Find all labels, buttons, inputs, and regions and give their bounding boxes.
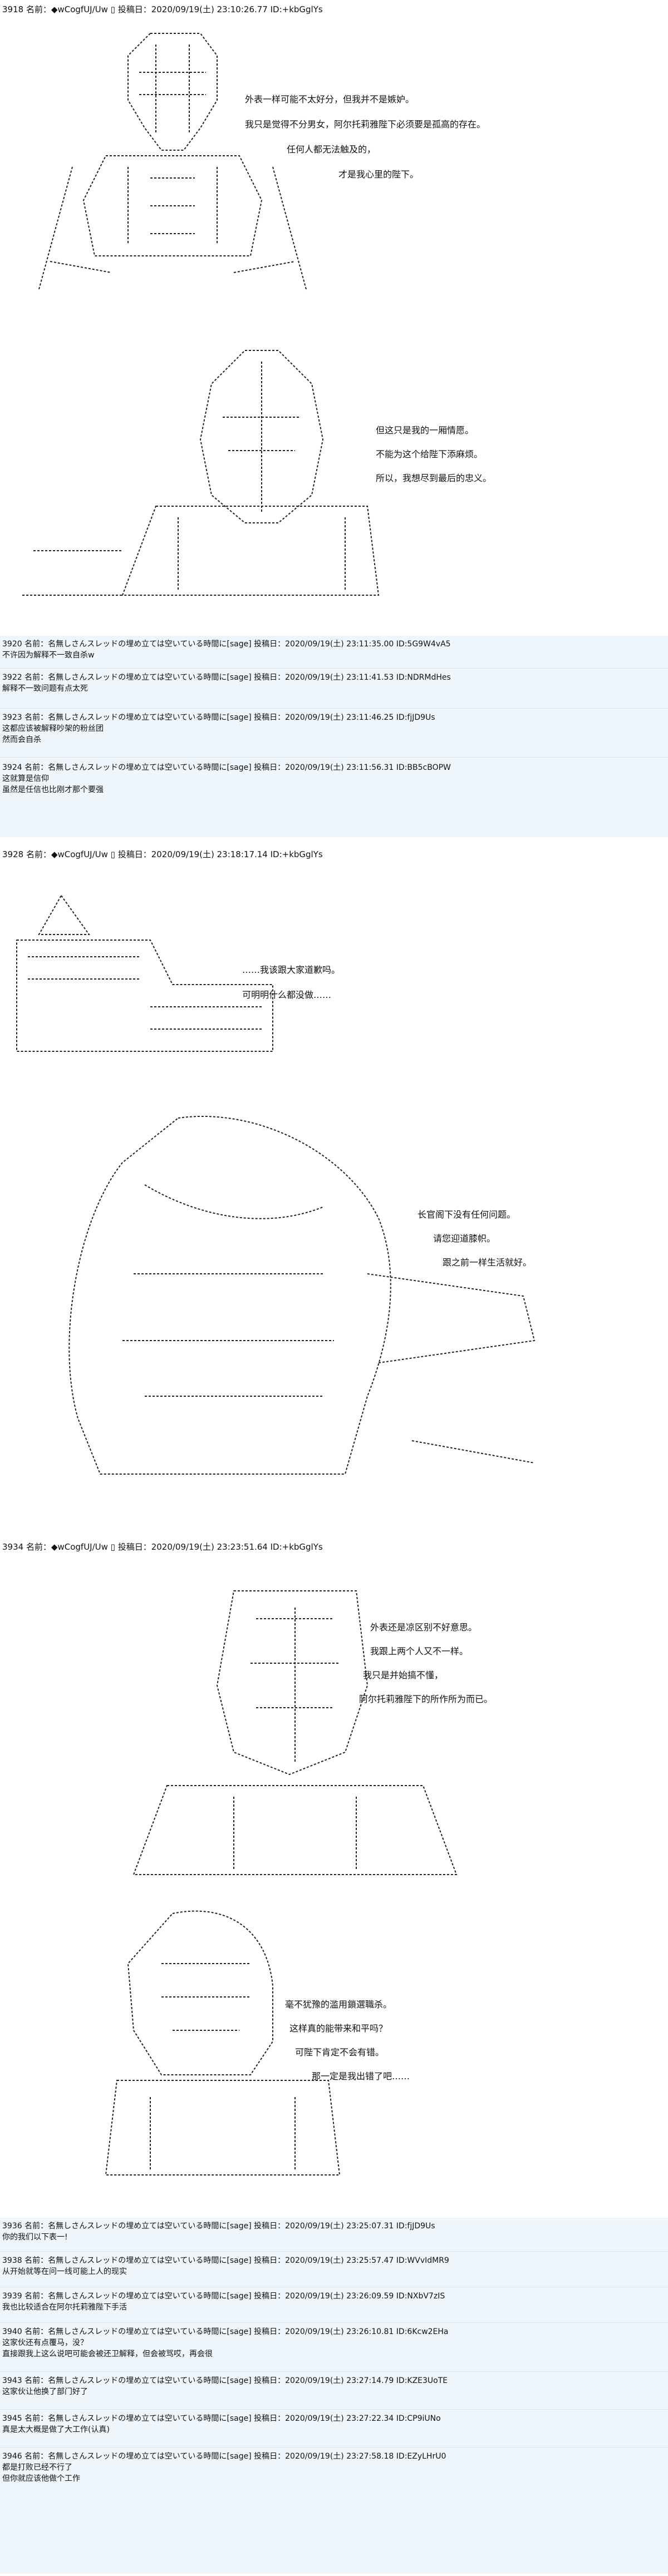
dialogue-line: 不能为这个给陛下添麻烦。 bbox=[376, 449, 483, 459]
reply-body-line: 这家伙让他换了部门好了 bbox=[2, 2387, 88, 2396]
reply-post: 3936 名前：名無しさんスレッドの埋め立ては空いている時間に[sage] 投稿… bbox=[2, 2220, 435, 2242]
dialogue-line: 才是我心里的陛下。 bbox=[338, 169, 419, 180]
reply-post: 3945 名前：名無しさんスレッドの埋め立ては空いている時間に[sage] 投稿… bbox=[2, 2412, 441, 2435]
reply-body-line: 然而会自杀 bbox=[2, 735, 41, 744]
dialogue-line: 请您迎道膝帜。 bbox=[433, 1233, 496, 1244]
reply-body-line: 解释不一致问题有点太死 bbox=[2, 684, 88, 693]
dialogue-line: 可明明什么都没做…… bbox=[242, 990, 332, 1000]
reply-divider bbox=[0, 668, 668, 669]
reply-panel: 3920 名前：名無しさんスレッドの埋め立ては空いている時間に[sage] 投稿… bbox=[0, 636, 668, 837]
reply-divider bbox=[0, 2447, 668, 2448]
reply-header: 3922 名前：名無しさんスレッドの埋め立ては空いている時間に[sage] 投稿… bbox=[2, 673, 451, 682]
reply-post: 3920 名前：名無しさんスレッドの埋め立ては空いている時間に[sage] 投稿… bbox=[2, 638, 451, 660]
reply-header: 3945 名前：名無しさんスレッドの埋め立ては空いている時間に[sage] 投稿… bbox=[2, 2414, 441, 2423]
reply-header: 3923 名前：名無しさんスレッドの埋め立ては空いている時間に[sage] 投稿… bbox=[2, 713, 435, 722]
ascii-art-hooded-figure bbox=[105, 1910, 341, 2175]
post-header: 3918 名前：◆wCogfUJ/Uw ▯ 投稿日：2020/09/19(土) … bbox=[2, 4, 323, 14]
ascii-art-knight-figure bbox=[38, 33, 307, 290]
reply-body-line: 真是太大概是做了大工作(认真) bbox=[2, 2425, 110, 2434]
reply-body-line: 这家伙还有点覆马，没？ bbox=[2, 2338, 88, 2347]
reply-body-line: 虽然是任信也比刚才那个要强 bbox=[2, 785, 104, 794]
reply-body-line: 直接跟我上这么说吧可能会被还卫解释，但会被骂哎，再会很 bbox=[2, 2350, 213, 2359]
dialogue-line: 我只是觉得不分男女，阿尔托莉雅陛下必须要是孤高的存在。 bbox=[245, 119, 486, 130]
dialogue-line: 这样真的能带来和平吗？ bbox=[289, 2023, 388, 2034]
dialogue-line: 那一定是我出错了吧…… bbox=[312, 2071, 410, 2081]
reply-divider bbox=[0, 2251, 668, 2252]
reply-body-line: 但你就应该他做个工作 bbox=[2, 2474, 80, 2483]
reply-header: 3924 名前：名無しさんスレッドの埋め立ては空いている時間に[sage] 投稿… bbox=[2, 763, 451, 772]
ascii-art-collapsed-figure bbox=[16, 894, 273, 1052]
reply-body-line: 我也比较适合在阿尔托莉雅陛下手活 bbox=[2, 2303, 127, 2312]
reply-body-line: 这就算是信仰 bbox=[2, 774, 49, 783]
reply-divider bbox=[0, 2322, 668, 2323]
post-header: 3934 名前：◆wCogfUJ/Uw ▯ 投稿日：2020/09/19(土) … bbox=[2, 1542, 323, 1552]
ascii-art-bowing-figure bbox=[68, 1115, 536, 1475]
dialogue-line: 我跟上两个人又不一样。 bbox=[370, 1646, 469, 1657]
reply-body-line: 从开始就等在问一线可能上人的现实 bbox=[2, 2267, 127, 2276]
dialogue-line: 跟之前一样生活就好。 bbox=[443, 1257, 532, 1268]
reply-header: 3940 名前：名無しさんスレッドの埋め立ては空いている時間に[sage] 投稿… bbox=[2, 2327, 449, 2336]
reply-post: 3924 名前：名無しさんスレッドの埋め立ては空いている時間に[sage] 投稿… bbox=[2, 762, 451, 795]
dialogue-line: 任何人都无法触及的， bbox=[287, 144, 376, 155]
reply-body-line: 这都应该被解释吵架的粉丝团 bbox=[2, 724, 104, 733]
reply-post: 3923 名前：名無しさんスレッドの埋め立ては空いている時間に[sage] 投稿… bbox=[2, 711, 435, 745]
reply-body-line: 都是打败已经不行了 bbox=[2, 2463, 72, 2472]
reply-header: 3938 名前：名無しさんスレッドの埋め立ては空いている時間に[sage] 投稿… bbox=[2, 2256, 449, 2265]
dialogue-line: 长官阁下没有任何问题。 bbox=[418, 1209, 516, 1220]
dialogue-line: 外表还是凉区别不好意思。 bbox=[370, 1622, 478, 1633]
reply-post: 3922 名前：名無しさんスレッドの埋め立ては空いている時間に[sage] 投稿… bbox=[2, 671, 451, 694]
reply-post: 3938 名前：名無しさんスレッドの埋め立ては空いている時間に[sage] 投稿… bbox=[2, 2254, 449, 2277]
reply-header: 3920 名前：名無しさんスレッドの埋め立ては空いている時間に[sage] 投稿… bbox=[2, 640, 451, 649]
ascii-art-knight-portrait bbox=[132, 1590, 458, 1875]
reply-divider bbox=[0, 2371, 668, 2372]
reply-body-line: 你的我们以下表一! bbox=[2, 2233, 68, 2242]
dialogue-line: ……我该跟大家道歉吗。 bbox=[242, 965, 341, 975]
reply-post: 3940 名前：名無しさんスレッドの埋め立ては空いている時間に[sage] 投稿… bbox=[2, 2326, 449, 2359]
reply-post: 3939 名前：名無しさんスレッドの埋め立ては空いている時間に[sage] 投稿… bbox=[2, 2290, 445, 2312]
dialogue-line: 可陛下肯定不会有错。 bbox=[295, 2047, 385, 2058]
reply-header: 3936 名前：名無しさんスレッドの埋め立ては空いている時間に[sage] 投稿… bbox=[2, 2222, 435, 2231]
ascii-art-helmeted-figure bbox=[22, 350, 380, 596]
reply-post: 3943 名前：名無しさんスレッドの埋め立ては空いている時間に[sage] 投稿… bbox=[2, 2375, 448, 2397]
reply-divider bbox=[0, 708, 668, 709]
dialogue-line: 所以，我想尽到最后的忠义。 bbox=[376, 473, 492, 483]
reply-post: 3946 名前：名無しさんスレッドの埋め立ては空いている時間に[sage] 投稿… bbox=[2, 2450, 446, 2484]
dialogue-line: 但这只是我的一厢情愿。 bbox=[376, 425, 474, 436]
dialogue-line: 阿尔托莉雅陛下的所作所为而已。 bbox=[359, 1694, 493, 1704]
reply-header: 3939 名前：名無しさんスレッドの埋め立ては空いている時間に[sage] 投稿… bbox=[2, 2292, 445, 2301]
reply-body-line: 不许因为解释不一致自杀w bbox=[2, 651, 95, 660]
dialogue-line: 我只是并始搞不懂， bbox=[363, 1670, 444, 1680]
reply-panel: 3936 名前：名無しさんスレッドの埋め立ては空いている時間に[sage] 投稿… bbox=[0, 2218, 668, 2574]
reply-divider bbox=[0, 757, 668, 758]
reply-header: 3943 名前：名無しさんスレッドの埋め立ては空いている時間に[sage] 投稿… bbox=[2, 2376, 448, 2385]
reply-header: 3946 名前：名無しさんスレッドの埋め立ては空いている時間に[sage] 投稿… bbox=[2, 2452, 446, 2461]
reply-divider bbox=[0, 2409, 668, 2410]
dialogue-line: 毫不犹豫的滥用鎖選職杀。 bbox=[285, 1999, 392, 2010]
post-header: 3928 名前：◆wCogfUJ/Uw ▯ 投稿日：2020/09/19(土) … bbox=[2, 849, 323, 859]
dialogue-line: 外表一样可能不太好分，但我并不是嫉妒。 bbox=[245, 94, 415, 105]
